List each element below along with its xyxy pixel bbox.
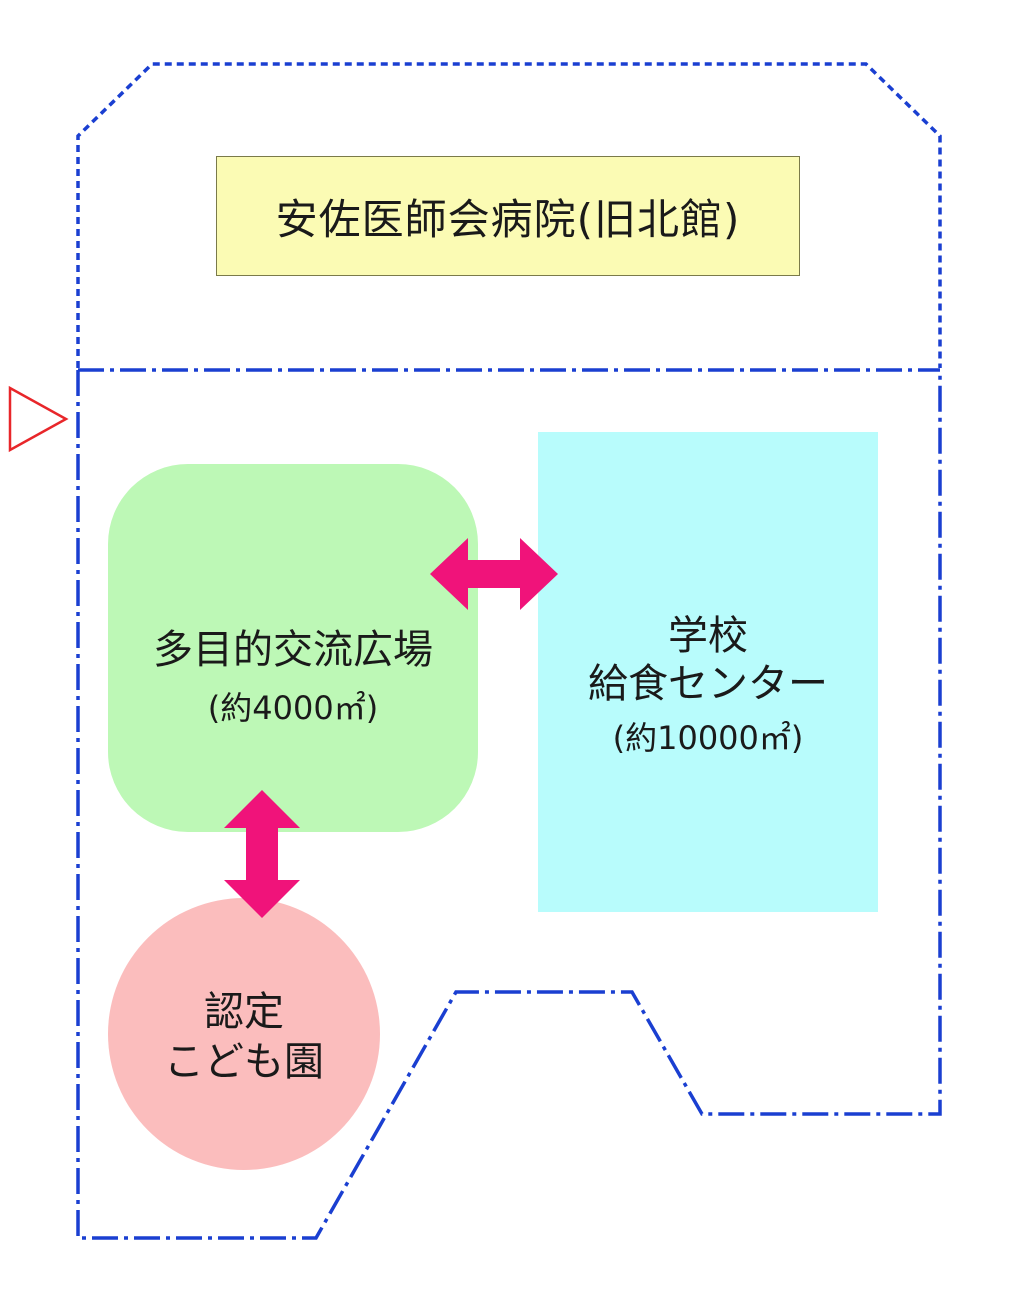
entrance-marker-icon	[8, 385, 69, 453]
project-site-boundary	[76, 370, 942, 1240]
kitchen-area-size: (約10000㎡)	[612, 719, 804, 757]
nursery-area	[108, 898, 380, 1170]
plaza-name: 多目的交流広場	[153, 627, 433, 673]
plaza-kitchen-double-arrow-icon	[430, 538, 558, 610]
nursery-name-line1: 認定	[204, 989, 284, 1035]
kitchen-name-line2: 給食センター	[588, 661, 828, 707]
plaza-nursery-double-arrow-icon	[224, 790, 300, 918]
hospital-box: 安佐医師会病院(旧北館)	[216, 156, 800, 276]
school-lunch-center-area	[538, 432, 878, 912]
plaza-area-size: (約4000㎡)	[207, 689, 379, 727]
kitchen-name-line1: 学校	[668, 613, 748, 659]
hospital-site-boundary	[76, 62, 942, 368]
hospital-label: 安佐医師会病院(旧北館)	[275, 194, 741, 244]
nursery-name-line2: こども園	[164, 1039, 324, 1085]
plaza-area	[108, 464, 478, 832]
